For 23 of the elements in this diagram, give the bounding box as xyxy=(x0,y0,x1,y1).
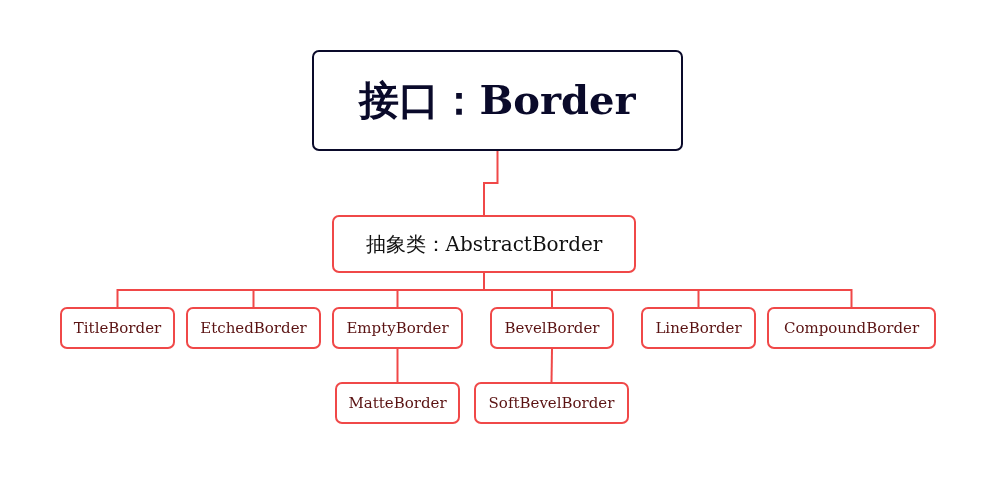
abstract-class-box xyxy=(332,215,636,273)
interface-box xyxy=(312,50,683,151)
class-name: LineBorder xyxy=(655,319,742,337)
class-box xyxy=(186,307,321,349)
class-name: BevelBorder xyxy=(504,319,600,337)
connector-line xyxy=(396,348,399,383)
class-name: SoftBevelBorder xyxy=(488,394,615,412)
class-name: 抽象类：AbstractBorder xyxy=(365,230,603,258)
class-box xyxy=(641,307,756,349)
class-name: EtchedBorder xyxy=(200,319,307,337)
class-box xyxy=(490,307,614,349)
connector-line xyxy=(483,150,499,216)
class-name: CompoundBorder xyxy=(783,319,920,337)
class-box xyxy=(474,382,629,424)
interface-title: 接口：Border xyxy=(359,75,636,125)
class-name: EmptyBorder xyxy=(346,319,449,337)
class-box xyxy=(60,307,175,349)
class-name: MatteBorder xyxy=(348,394,447,412)
class-box xyxy=(335,382,460,424)
class-box xyxy=(332,307,463,349)
class-name: TitleBorder xyxy=(73,319,162,337)
class-box xyxy=(767,307,936,349)
connector-line xyxy=(550,348,553,383)
